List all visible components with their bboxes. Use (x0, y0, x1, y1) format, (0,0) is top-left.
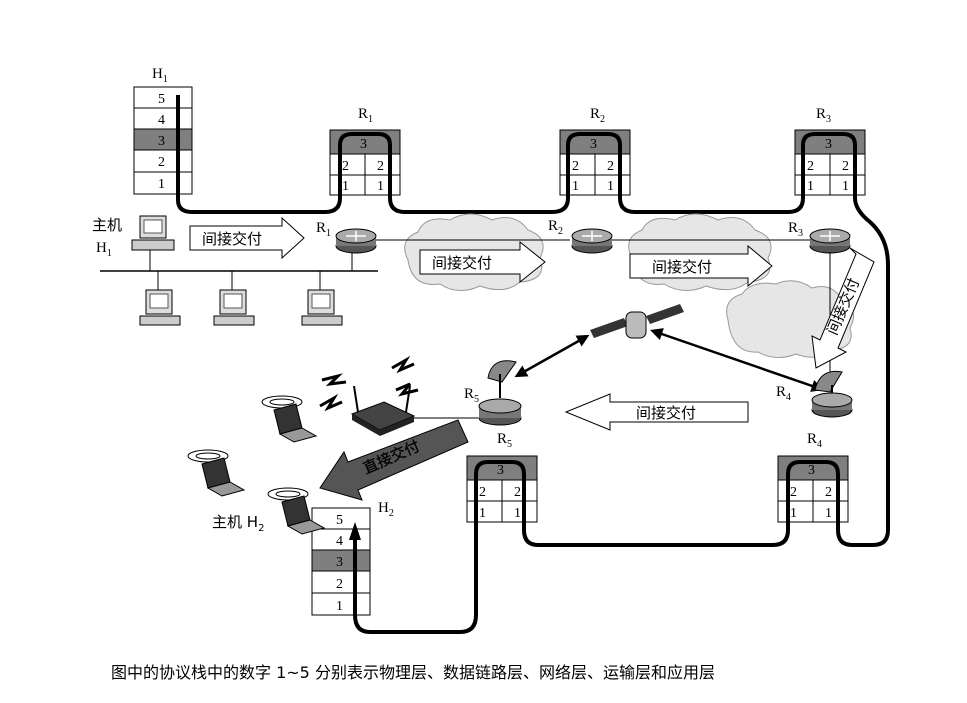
laptop-2-icon (187, 449, 246, 497)
host-h1-label-cn: 主机 (92, 216, 122, 234)
svg-text:R2: R2 (548, 218, 563, 237)
host-h1-computer: 主机 H1 (92, 215, 175, 259)
data-path-arrowhead (349, 522, 361, 540)
satellite-link-r4 (650, 328, 824, 392)
laptop-1-icon (261, 395, 318, 443)
h1-layer-3: 3 (158, 134, 165, 149)
lan-pc-1 (139, 289, 181, 326)
r2-stack-label: R2 (590, 106, 605, 125)
indirect-arrow-1: 间接交付 (189, 216, 305, 260)
r3-layer-2a: 2 (807, 159, 814, 174)
host-h2-label: 主机 H2 (212, 513, 264, 534)
h1-layer-5: 5 (158, 92, 165, 107)
r2-layer-2b: 2 (607, 159, 614, 174)
r3-layer-3: 3 (825, 137, 832, 152)
h2-layer-1: 1 (336, 599, 343, 614)
r1-layer-3: 3 (360, 137, 367, 152)
router-r2-icon: R2 (548, 218, 613, 254)
h2-layer-5: 5 (336, 513, 343, 528)
h2-stack-label: H2 (378, 500, 394, 519)
h1-stack-label: H1 (152, 66, 168, 85)
svg-text:R5: R5 (464, 386, 479, 405)
laptop-h2-icon (267, 487, 326, 535)
router-r3-icon: R3 (788, 220, 851, 254)
r1-layer-1b: 1 (377, 179, 384, 194)
svg-text:R1: R1 (316, 220, 331, 239)
h1-layer-4: 4 (158, 113, 165, 128)
wireless-signal-icon (319, 355, 419, 412)
host-h1-label: H1 (96, 240, 112, 259)
r4-layer-3: 3 (808, 463, 815, 478)
svg-text:R3: R3 (788, 220, 803, 239)
r5-stack-label: R5 (497, 431, 512, 450)
r3-layer-1b: 1 (842, 179, 849, 194)
r5-layer-3: 3 (497, 463, 504, 478)
r1-layer-2b: 2 (377, 159, 384, 174)
r4-stack-label: R4 (807, 431, 822, 450)
satellite-icon (590, 304, 684, 339)
r1-layer-1a: 1 (342, 179, 349, 194)
indirect-arrow-2: 间接交付 (419, 240, 546, 284)
h1-layer-2: 2 (158, 155, 165, 170)
r4-layer-2a: 2 (790, 485, 797, 500)
r5-layer-1b: 1 (514, 506, 521, 521)
indirect-arrow-5: 间接交付 (564, 393, 749, 431)
router-r1-icon: R1 (316, 220, 377, 254)
r5-layer-1a: 1 (479, 506, 486, 521)
h2-protocol-stack: H2 5 4 3 2 1 (311, 500, 394, 616)
h2-layer-4: 4 (336, 534, 343, 549)
r4-layer-1a: 1 (790, 506, 797, 521)
r3-stack-label: R3 (816, 106, 831, 125)
h1-protocol-stack: H1 5 4 3 2 1 (133, 66, 193, 195)
indirect-arrow-5-label: 间接交付 (636, 404, 696, 422)
indirect-arrow-3-label: 间接交付 (652, 258, 712, 276)
r1-layer-2a: 2 (342, 159, 349, 174)
r3-layer-2b: 2 (842, 159, 849, 174)
indirect-arrow-3: 间接交付 (629, 244, 773, 288)
r2-layer-3: 3 (590, 137, 597, 152)
r5-layer-2a: 2 (479, 485, 486, 500)
r4-layer-1b: 1 (825, 506, 832, 521)
indirect-arrow-1-label: 间接交付 (202, 230, 262, 248)
satellite-link-r5 (514, 334, 590, 378)
data-path-line (176, 95, 890, 634)
caption: 图中的协议栈中的数字 1~5 分别表示物理层、数据链路层、网络层、运输层和应用层 (111, 663, 715, 682)
r3-layer-1a: 1 (807, 179, 814, 194)
r2-layer-1b: 1 (607, 179, 614, 194)
router-r4-icon: R4 (776, 370, 853, 418)
router-r5-icon: R5 (464, 360, 522, 426)
r2-layer-2a: 2 (572, 159, 579, 174)
svg-text:R4: R4 (776, 384, 791, 403)
lan-pc-3 (301, 289, 343, 326)
lan-pc-2 (213, 289, 255, 326)
r4-layer-2b: 2 (825, 485, 832, 500)
h1-layer-1: 1 (158, 177, 165, 192)
r1-stack-label: R1 (358, 106, 373, 125)
wireless-access-point-icon (350, 385, 478, 436)
r5-layer-2b: 2 (514, 485, 521, 500)
h2-layer-3: 3 (336, 555, 343, 570)
indirect-arrow-2-label: 间接交付 (432, 254, 492, 272)
direct-delivery-arrow: 直接交付 (319, 419, 469, 501)
h2-layer-2: 2 (336, 577, 343, 592)
r2-layer-1a: 1 (572, 179, 579, 194)
